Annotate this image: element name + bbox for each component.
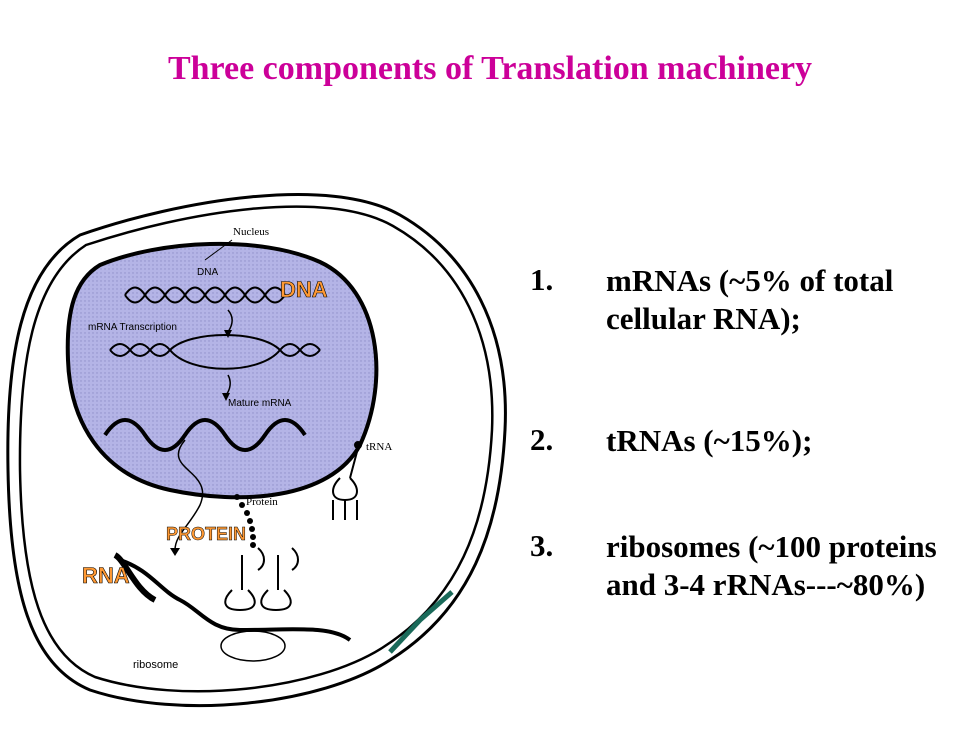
list-number: 3.	[530, 528, 554, 563]
list-number: 1.	[530, 262, 554, 297]
cell-diagram: Nucleus DNA DNA mRNA Transcription Matur…	[0, 180, 520, 735]
membrane-accent	[388, 590, 454, 654]
mrna-export-path	[174, 439, 204, 551]
list-text: ribosomes (~100 proteins and 3-4 rRNAs--…	[606, 529, 937, 602]
trna-label: tRNA	[366, 441, 392, 453]
protein-big-label: PROTEIN	[166, 524, 246, 544]
trna-free	[332, 441, 362, 520]
protein-small-label: Protein	[246, 496, 278, 508]
trna-bound	[224, 547, 299, 612]
mature-mrna-label: Mature mRNA	[228, 398, 292, 409]
dna-helix	[124, 286, 286, 304]
protein-chain	[234, 494, 256, 548]
nucleus-label: Nucleus	[233, 226, 269, 238]
dna-small-label: DNA	[197, 267, 218, 278]
rna-big-label: RNA	[82, 563, 130, 588]
transcription-label: mRNA Transcription	[88, 322, 177, 333]
ribosome-body	[220, 630, 286, 662]
cell-membrane-inner	[18, 205, 494, 693]
ribosome-label: ribosome	[133, 659, 178, 671]
nucleus	[65, 241, 379, 500]
list-text: mRNAs (~5% of total cellular RNA);	[606, 263, 894, 336]
list-text: tRNAs (~15%);	[606, 423, 813, 458]
dna-big-label: DNA	[280, 277, 328, 302]
slide-title: Three components of Translation machiner…	[167, 50, 813, 87]
mature-mrna-wave	[103, 418, 307, 452]
mature-arrowhead	[222, 393, 230, 401]
export-arrowhead	[170, 548, 180, 556]
list-number: 2.	[530, 422, 554, 457]
rna-strand	[119, 558, 352, 642]
rna-tail	[113, 552, 157, 603]
cell-illustration: Nucleus DNA DNA mRNA Transcription Matur…	[6, 193, 507, 708]
cell-membrane-outer	[6, 193, 507, 708]
transcription-bubble	[109, 334, 321, 370]
transcription-arrowhead	[224, 330, 232, 338]
nucleus-pointer	[204, 239, 233, 261]
